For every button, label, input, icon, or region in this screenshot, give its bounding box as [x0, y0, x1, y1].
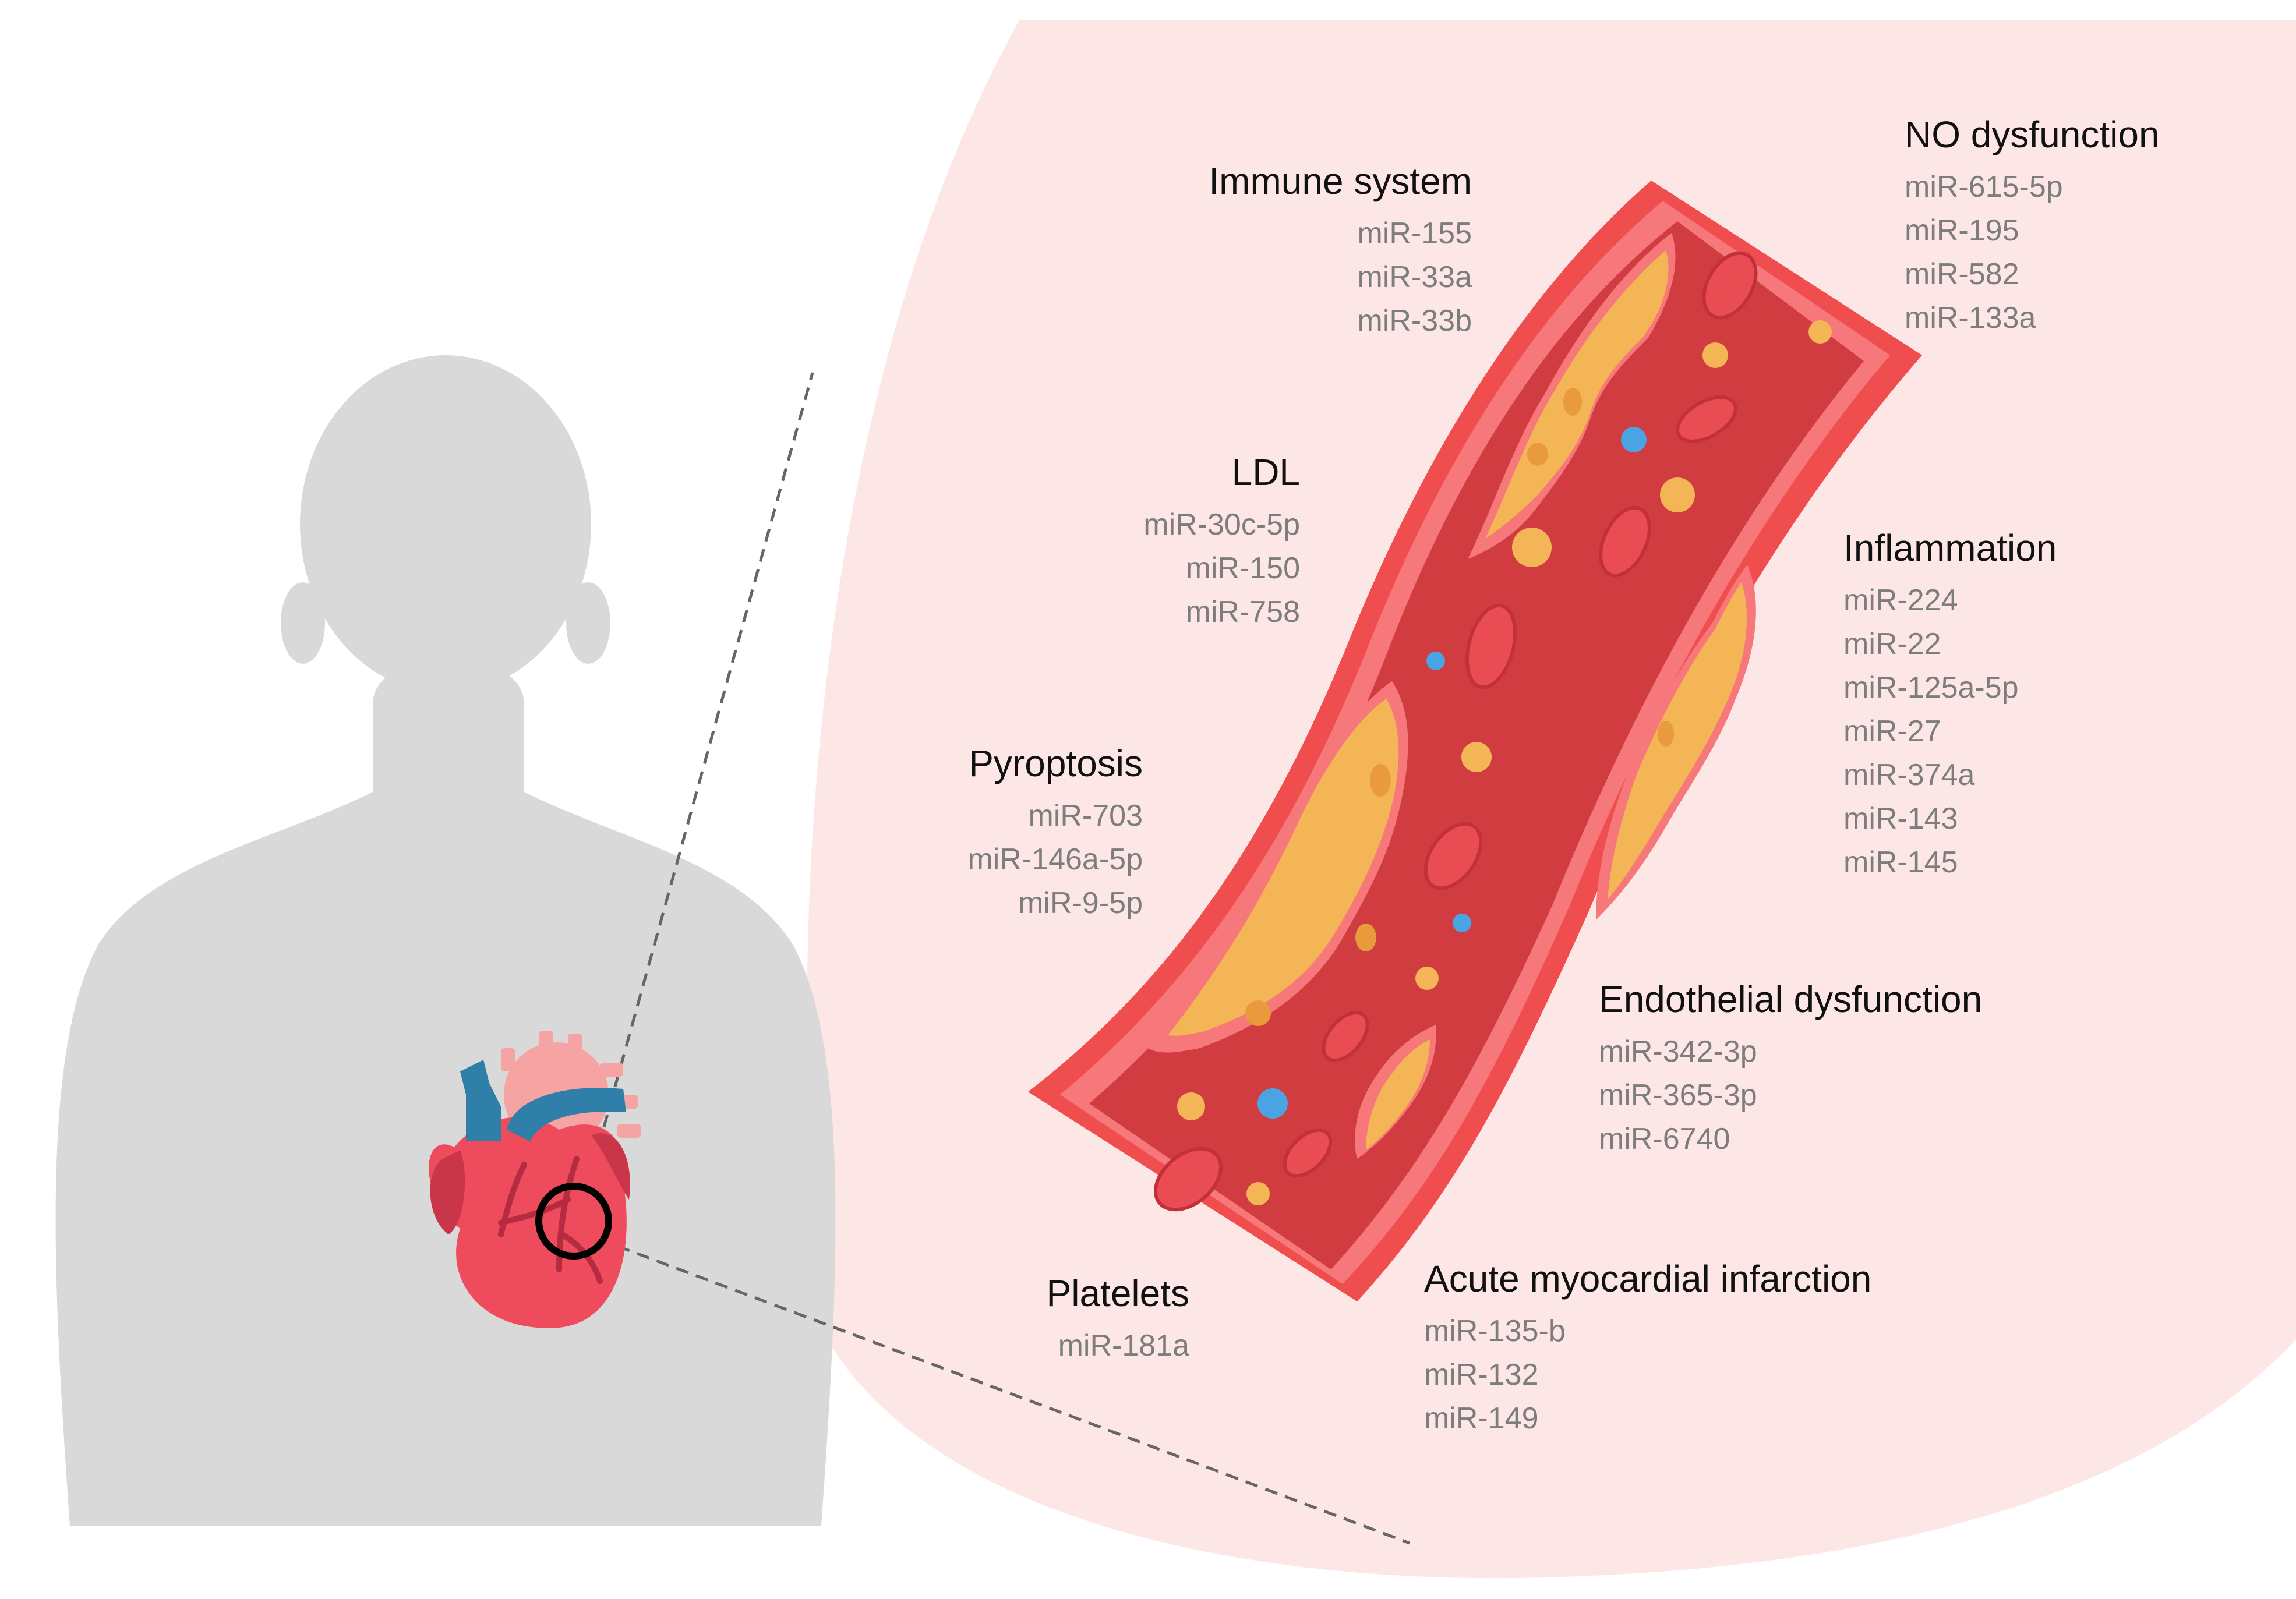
label-group-endothelial-dysfunction: Endothelial dysfunction miR-342-3p miR-3… [1599, 975, 1982, 1161]
mirna-label: miR-758 [1185, 595, 1301, 629]
label-title-inflammation: Inflammation [1843, 527, 2057, 569]
human-silhouette-icon [55, 355, 836, 1526]
mirna-label: miR-33b [1357, 304, 1472, 338]
label-group-pyroptosis: Pyroptosis miR-703 miR-146a-5p miR-9-5p [967, 740, 1143, 925]
mirna-label: miR-365-3p [1599, 1078, 1757, 1112]
mirna-label: miR-9-5p [1018, 886, 1143, 920]
label-title-endothelial-dysfunction: Endothelial dysfunction [1599, 978, 1983, 1020]
mirna-label: miR-146a-5p [967, 843, 1143, 876]
zoom-circle-icon [535, 1183, 612, 1260]
mirna-label: miR-374a [1843, 758, 1975, 792]
mirna-label: miR-132 [1424, 1358, 1539, 1392]
mirna-label: miR-33a [1357, 260, 1472, 294]
mirna-label: miR-145 [1843, 846, 1958, 879]
mirna-label: miR-150 [1185, 551, 1301, 585]
mirna-label: miR-30c-5p [1143, 508, 1300, 542]
label-group-no-dysfunction: NO dysfunction miR-615-5p miR-195 miR-58… [1905, 111, 2160, 340]
mirna-label: miR-22 [1843, 627, 1941, 661]
mirna-label: miR-155 [1357, 217, 1472, 250]
mirna-label: miR-149 [1424, 1402, 1539, 1435]
heart-icon [429, 1031, 641, 1328]
mirna-label: miR-615-5p [1905, 170, 2063, 204]
mirna-label: miR-27 [1843, 714, 1941, 748]
label-group-ldl: LDL miR-30c-5p miR-150 miR-758 [1143, 448, 1300, 634]
blood-vessel-icon [1028, 181, 1922, 1301]
label-group-inflammation: Inflammation miR-224 miR-22 miR-125a-5p … [1843, 524, 2057, 885]
label-title-platelets: Platelets [1046, 1272, 1189, 1314]
mirna-label: miR-133a [1905, 301, 2036, 335]
mirna-label: miR-143 [1843, 802, 1958, 836]
mirna-label: miR-125a-5p [1843, 671, 2019, 705]
mirna-label: miR-703 [1028, 799, 1143, 833]
label-title-immune-system: Immune system [1209, 160, 1472, 202]
mirna-label: miR-135-b [1424, 1314, 1566, 1348]
mirna-label: miR-6740 [1599, 1122, 1730, 1156]
mirna-label: miR-342-3p [1599, 1035, 1757, 1069]
label-group-immune-system: Immune system miR-155 miR-33a miR-33b [1209, 157, 1472, 343]
label-group-platelets: Platelets miR-181a [1047, 1269, 1189, 1368]
zoom-connector-lines [585, 372, 1410, 1545]
label-title-pyroptosis: Pyroptosis [969, 742, 1143, 784]
label-title-no-dysfunction: NO dysfunction [1905, 114, 2160, 155]
mirna-label: miR-224 [1843, 583, 1958, 617]
mirna-label: miR-582 [1905, 257, 2019, 291]
mirna-label: miR-195 [1905, 214, 2019, 247]
label-title-acute-myocardial-infarction: Acute myocardial infarction [1424, 1258, 1872, 1300]
label-group-acute-myocardial-infarction: Acute myocardial infarction miR-135-b mi… [1424, 1255, 1871, 1441]
label-title-ldl: LDL [1231, 451, 1300, 493]
mirna-label: miR-181a [1058, 1329, 1189, 1363]
